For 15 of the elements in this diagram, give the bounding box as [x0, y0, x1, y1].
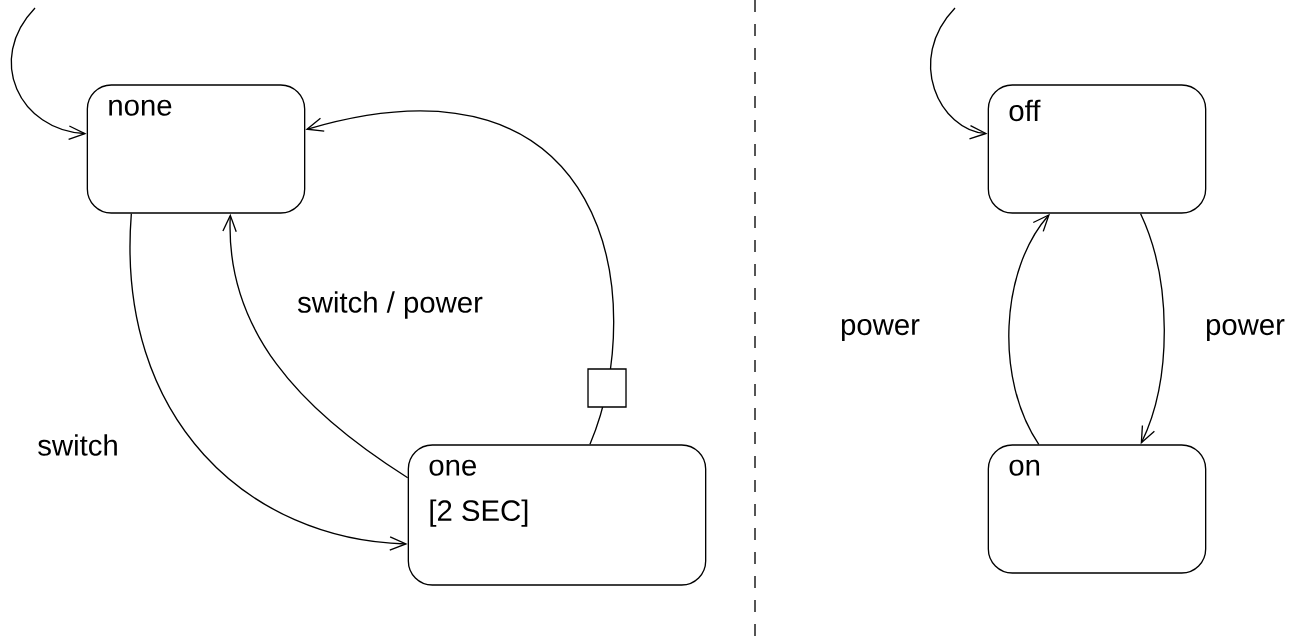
- edge-label: switch: [38, 434, 117, 456]
- transition-arrow: [1008, 213, 1050, 445]
- state-box: off: [987, 84, 1207, 214]
- edge-label: switch / power: [297, 291, 483, 319]
- state-box: none: [86, 84, 306, 214]
- transition-arrow: [305, 110, 627, 445]
- transition-arrow: [1139, 213, 1165, 445]
- state-box: one [2 SEC]: [407, 444, 707, 586]
- transition-arrow: [10, 7, 87, 140]
- edge-label: power: [1206, 319, 1285, 341]
- transition-arrow: [222, 213, 409, 479]
- transition-arrow: [929, 7, 988, 140]
- edge-label: power: [841, 319, 920, 341]
- transition-arrow: [129, 213, 408, 551]
- state-box: on: [987, 444, 1207, 574]
